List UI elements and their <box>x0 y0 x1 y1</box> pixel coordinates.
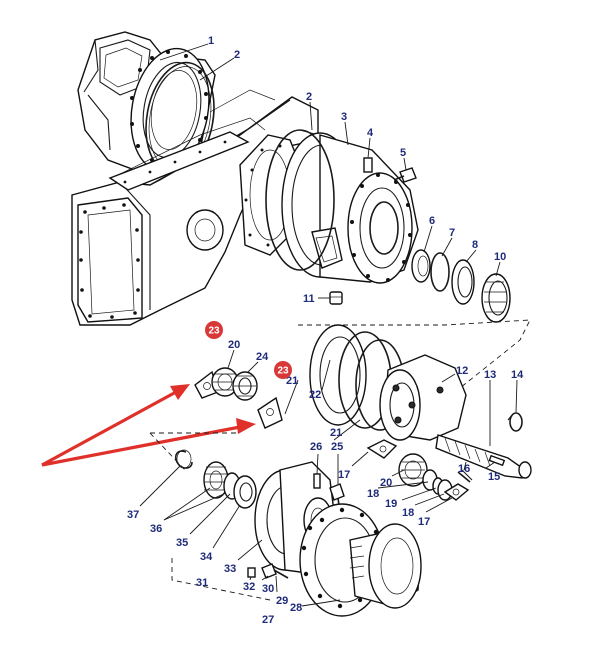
plug-11 <box>329 291 343 305</box>
needle-bearing-24 <box>232 371 258 401</box>
circlip-14 <box>507 412 523 432</box>
callout-21: 21 <box>330 427 342 439</box>
callout-7: 7 <box>449 227 455 239</box>
thrust-washer-17b <box>443 483 470 501</box>
callout-16: 16 <box>458 463 470 475</box>
callout-28: 28 <box>290 602 302 614</box>
callout-29: 29 <box>276 595 288 607</box>
bolt-30 <box>261 563 289 579</box>
callout-5: 5 <box>400 147 406 159</box>
thrust-washer-17a <box>366 439 398 459</box>
callout-3: 3 <box>341 111 347 123</box>
callout-10: 10 <box>494 251 506 263</box>
pin-16 <box>457 469 473 483</box>
callout-13: 13 <box>484 369 496 381</box>
bolt-25 <box>329 483 345 513</box>
planet-carrier-12 <box>379 354 467 441</box>
callout-34: 34 <box>200 551 213 563</box>
callout-23: 23 <box>209 326 221 337</box>
callout-14: 14 <box>511 369 524 381</box>
callout-2: 2 <box>234 49 240 61</box>
highlight-marker-23 <box>274 361 292 379</box>
callout-11: 11 <box>303 293 315 305</box>
callout-23: 23 <box>278 366 290 377</box>
seal-6 <box>411 249 431 283</box>
thrust-washer-23b <box>257 396 283 429</box>
leader-lines <box>139 43 518 607</box>
callout-25: 25 <box>331 441 343 453</box>
bearing-34 <box>233 475 257 509</box>
highlight-marker-23 <box>205 321 223 339</box>
callout-36: 36 <box>150 523 162 535</box>
callout-8: 8 <box>472 239 478 251</box>
callout-17: 17 <box>418 516 430 528</box>
callout-31: 31 <box>196 577 208 589</box>
callout-18: 18 <box>367 488 379 500</box>
stud-26 <box>313 473 321 489</box>
callout-20: 20 <box>380 477 392 489</box>
callout-26: 26 <box>310 441 322 453</box>
callout-labels: 1 2 2 3 4 5 6 7 8 10 11 12 13 14 15 16 1… <box>127 35 524 626</box>
callout-6: 6 <box>429 215 435 227</box>
callout-27: 27 <box>262 614 274 626</box>
callout-21: 21 <box>286 375 298 387</box>
final-drive-housing <box>265 129 419 284</box>
callout-32: 32 <box>243 581 255 593</box>
bearing-cone-10 <box>481 273 511 323</box>
callout-4: 4 <box>367 127 374 139</box>
axle-shaft-13 <box>435 434 532 479</box>
callout-33: 33 <box>224 563 236 575</box>
sun-gear-36 <box>203 461 229 499</box>
group-frame-hub <box>171 555 271 601</box>
callout-12: 12 <box>456 365 468 377</box>
group-frame-lower <box>149 432 240 471</box>
callout-24: 24 <box>256 351 269 363</box>
callout-18: 18 <box>402 507 414 519</box>
planet-gear-20b <box>398 453 428 487</box>
pin-15 <box>488 454 506 467</box>
callout-15: 15 <box>488 471 500 483</box>
callout-30: 30 <box>262 583 274 595</box>
callout-17: 17 <box>338 469 350 481</box>
callout-37: 37 <box>127 509 139 521</box>
bearing-cup-8 <box>451 259 475 305</box>
ring-gear-22 <box>309 324 367 426</box>
callout-2: 2 <box>306 91 312 103</box>
circlip-37 <box>174 449 193 469</box>
callout-20: 20 <box>228 339 240 351</box>
bolt-5 <box>393 167 417 183</box>
ring-7 <box>430 252 450 292</box>
callout-35: 35 <box>176 537 188 549</box>
callout-1: 1 <box>208 35 214 47</box>
callout-19: 19 <box>385 498 397 510</box>
wheel-hub-28 <box>299 503 422 617</box>
callout-22: 22 <box>309 389 321 401</box>
plug-32 <box>247 567 256 578</box>
